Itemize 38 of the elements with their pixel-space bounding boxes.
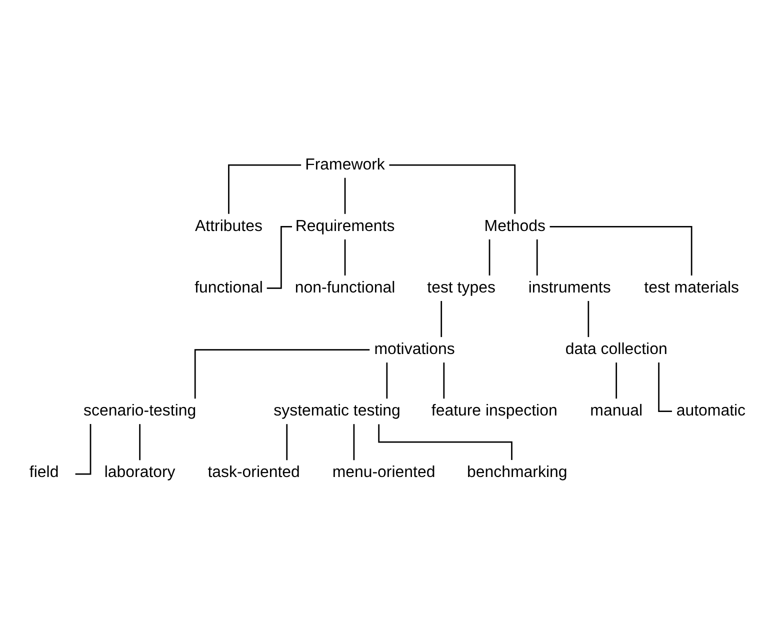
connector xyxy=(443,362,445,398)
node-text: task-oriented xyxy=(208,464,300,481)
node-text: Framework xyxy=(305,156,385,173)
node-text: systematic testing xyxy=(274,402,400,420)
node-text: non-functional xyxy=(294,278,396,296)
connector xyxy=(228,164,302,214)
node-text: laboratory xyxy=(104,464,176,481)
node-text: benchmarking xyxy=(467,464,568,481)
connector xyxy=(588,300,590,337)
connector xyxy=(488,238,490,275)
node-text: Methods xyxy=(484,217,546,234)
node-text: functional xyxy=(194,278,263,296)
node-text: feature inspection xyxy=(431,402,558,420)
connector xyxy=(536,238,538,275)
node-text: menu-oriented xyxy=(332,464,436,481)
node-text: data collection xyxy=(565,340,668,358)
connector xyxy=(440,300,442,337)
connector xyxy=(389,164,516,214)
node-text: automatic xyxy=(676,402,746,420)
connector xyxy=(378,424,512,460)
node-text: field xyxy=(29,464,59,481)
connector xyxy=(386,362,388,398)
node-text: instruments xyxy=(528,278,611,296)
connector xyxy=(344,177,346,214)
node-text: manual xyxy=(590,402,643,420)
node-text: Attributes xyxy=(195,217,262,234)
node-text: test types xyxy=(427,278,496,296)
connector xyxy=(139,424,140,460)
connector xyxy=(344,238,346,275)
node-text: motivations xyxy=(374,340,455,358)
connector xyxy=(353,424,355,460)
connector xyxy=(550,225,692,275)
node-text: test materials xyxy=(644,278,740,296)
connector xyxy=(286,424,288,460)
node-text: scenario-testing xyxy=(84,402,196,420)
connector xyxy=(616,362,618,398)
node-text: Requirements xyxy=(295,217,395,234)
connector xyxy=(194,348,370,398)
